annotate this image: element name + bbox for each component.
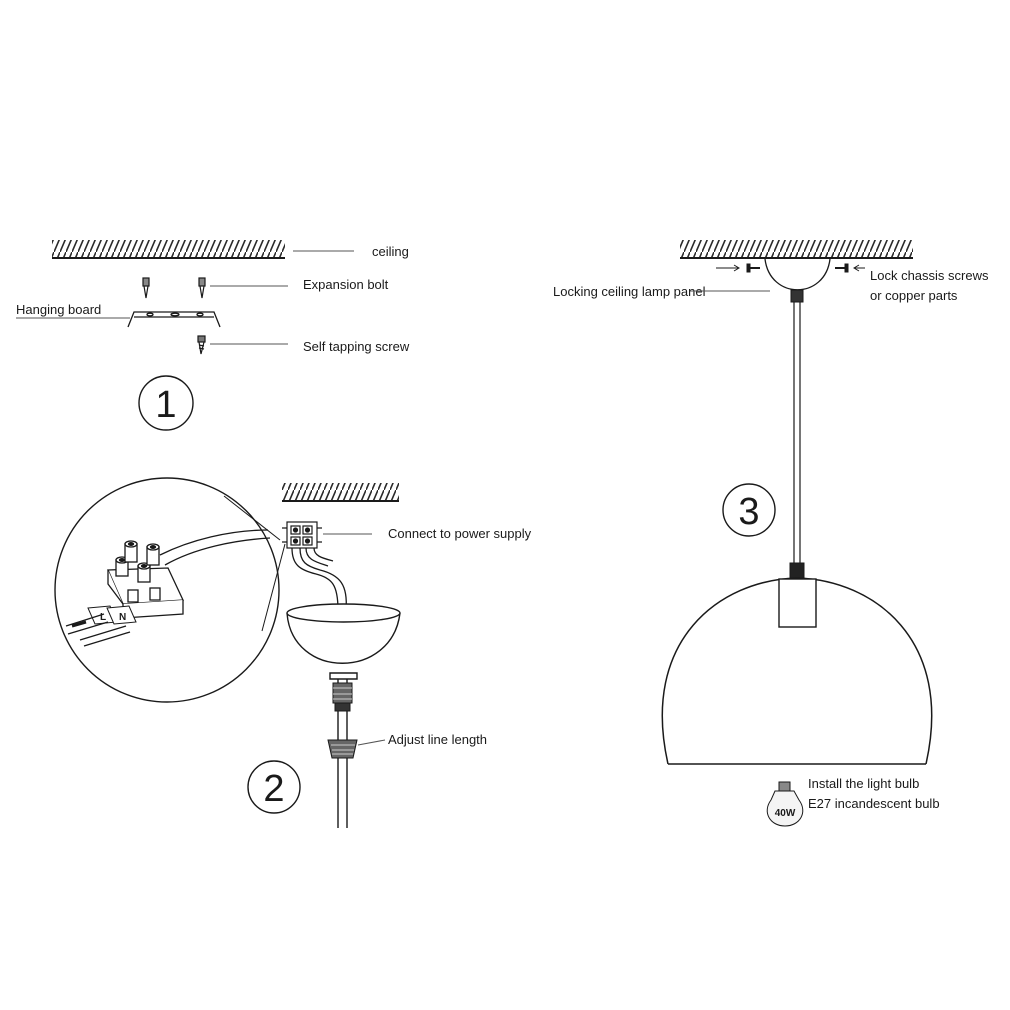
- terminal-tags: [87, 605, 137, 625]
- terminal-mark-l: L: [100, 612, 106, 623]
- step2-ceiling: [282, 483, 399, 502]
- ceiling-label: ceiling: [372, 244, 409, 259]
- expansion-bolt-right-icon: [198, 277, 206, 299]
- lock-screw-left-icon: [716, 263, 760, 273]
- terminal-mark-n: N: [119, 612, 126, 623]
- lock-screw-right-icon: [835, 263, 865, 273]
- step2-group: Connect to power supply A: [54, 477, 532, 828]
- light-bulb-icon: [766, 781, 804, 827]
- power-wires: [291, 547, 347, 628]
- install-bulb-label-line2: E27 incandescent bulb: [808, 796, 940, 811]
- locking-panel-label: Locking ceiling lamp panel: [553, 284, 706, 299]
- step1-number-circle: [138, 375, 194, 431]
- ceiling-terminal-block-icon: [282, 521, 322, 549]
- terminal-zoom-detail: L N: [54, 477, 286, 703]
- step1-ceiling: [52, 240, 285, 259]
- terminal-block-zoom-icon: [107, 540, 184, 619]
- hanging-board-icon: [127, 311, 221, 328]
- step1-number: 1: [155, 384, 176, 426]
- ceiling-canopy-icon: [286, 603, 401, 680]
- bulb-socket-icon: [778, 578, 817, 628]
- step2-number-circle: [247, 760, 301, 814]
- cord-grip-lower-icon: [327, 739, 358, 759]
- lock-screws-label-line1: Lock chassis screws: [870, 268, 989, 283]
- step3-group: Lock chassis screws or copper parts Lock…: [553, 240, 989, 827]
- pendant-cord-icon: [789, 289, 805, 580]
- lamp-shade-icon: [661, 577, 933, 765]
- step3-ceiling: [680, 240, 913, 259]
- terminal-input-wires: [65, 613, 131, 647]
- install-bulb-label-line1: Install the light bulb: [808, 776, 919, 791]
- step1-group: ceiling Expansion bolt Hanging board: [16, 240, 410, 431]
- hanging-board-label: Hanging board: [16, 302, 101, 317]
- expansion-bolt-left-icon: [142, 277, 150, 299]
- adjust-line-leader-line: [357, 739, 386, 746]
- self-tapping-screw-icon: [197, 335, 206, 355]
- cord-grip-upper-icon: [332, 682, 353, 712]
- self-tapping-screw-label: Self tapping screw: [303, 339, 410, 354]
- step3-number: 3: [738, 491, 759, 533]
- lock-screws-label-line2: or copper parts: [870, 288, 958, 303]
- step2-number: 2: [263, 768, 284, 810]
- adjust-line-label: Adjust line length: [388, 732, 487, 747]
- ceiling-plate-icon: [764, 258, 831, 291]
- expansion-bolt-label: Expansion bolt: [303, 277, 389, 292]
- step3-number-circle: [722, 483, 776, 537]
- connect-power-label: Connect to power supply: [388, 526, 532, 541]
- bulb-wattage: 40W: [775, 808, 796, 819]
